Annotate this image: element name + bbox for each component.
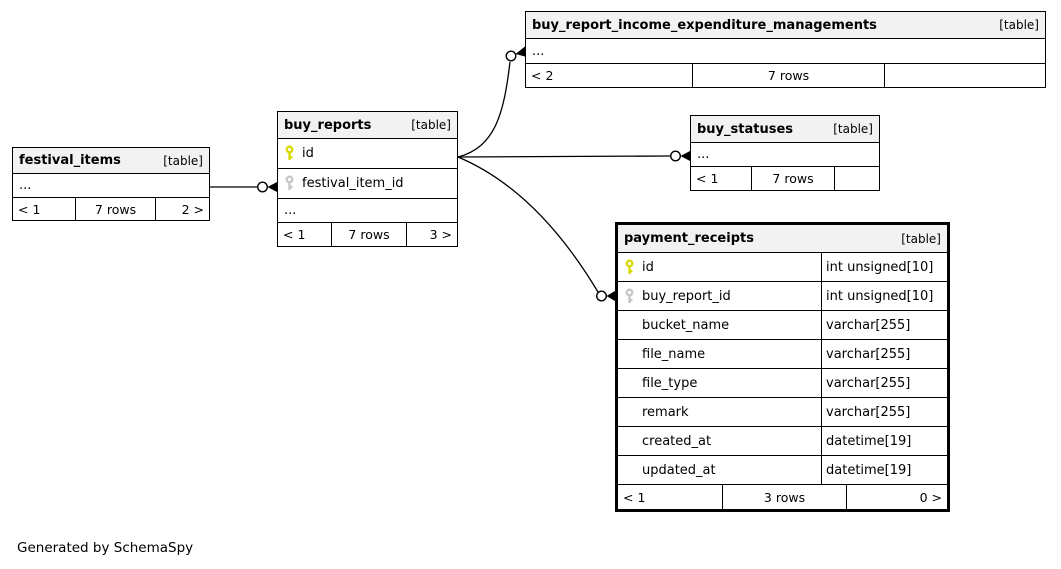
row-count: 7 rows [332,223,407,246]
column-row: bucket_name varchar[255] [618,311,947,340]
column-name: file_type [642,375,698,391]
primary-key-icon [284,145,302,162]
rel-buy_reports-buy_report_income_expenditure_managements [457,46,525,158]
table-name: buy_reports [284,117,372,133]
table-node-payment-receipts[interactable]: payment_receipts [table] id int unsigned… [615,222,950,512]
children-indicator [835,167,879,190]
column-row: file_name varchar[255] [618,340,947,369]
column-row: updated_at datetime[19] [618,456,947,485]
table-footer: < 1 7 rows 2 > [13,198,209,220]
table-header[interactable]: festival_items [table] [13,148,209,174]
table-footer: < 2 7 rows [526,64,1045,87]
table-header[interactable]: buy_reports [table] [278,112,457,139]
column-type: datetime[19] [821,456,947,484]
column-row: file_type varchar[255] [618,369,947,398]
column-name: remark [642,404,689,420]
table-name: payment_receipts [624,231,754,246]
foreign-key-icon [284,175,302,192]
rel-buy_reports-buy_statuses [457,150,690,162]
column-row: id int unsigned[10] [618,253,947,282]
children-indicator: 2 > [181,201,204,217]
parents-indicator: < 1 [278,223,332,246]
table-type-label: [table] [901,231,941,246]
column-row: created_at datetime[19] [618,427,947,456]
column-name: id [642,259,654,275]
table-type-label: [table] [833,122,873,136]
hidden-columns-ellipsis: ... [526,39,1045,64]
children-indicator: 0 > [919,489,942,505]
column-type: varchar[255] [821,398,947,426]
hidden-columns-ellipsis: ... [278,199,457,223]
column-type: int unsigned[10] [821,282,947,310]
column-row: festival_item_id [278,169,457,199]
table-type-label: [table] [411,118,451,132]
table-footer: < 1 7 rows 3 > [278,223,457,246]
table-footer: < 1 7 rows [691,167,879,190]
table-header[interactable]: buy_report_income_expenditure_management… [526,12,1045,39]
row-count: 7 rows [693,64,885,87]
table-node-buy-statuses[interactable]: buy_statuses [table] ... < 1 7 rows [690,115,880,191]
column-row: buy_report_id int unsigned[10] [618,282,947,311]
table-type-label: [table] [163,153,203,168]
table-node-buy-report-income-expenditure-managements[interactable]: buy_report_income_expenditure_management… [525,11,1046,88]
column-name: buy_report_id [642,288,731,304]
table-type-label: [table] [999,18,1039,32]
table-name: buy_statuses [697,121,794,137]
table-name: buy_report_income_expenditure_management… [532,17,877,33]
parents-indicator: < 2 [526,64,693,87]
column-row: id [278,139,457,169]
children-indicator [885,64,1045,87]
row-count: 7 rows [76,198,156,220]
row-count: 7 rows [752,167,835,190]
table-header[interactable]: payment_receipts [table] [618,225,947,253]
column-type: varchar[255] [821,340,947,368]
table-node-festival-items[interactable]: festival_items [table] ... < 1 7 rows 2 … [12,147,210,221]
rel-buy_reports-payment_receipts [457,156,615,302]
column-type: int unsigned[10] [821,253,947,281]
column-type: varchar[255] [821,369,947,397]
table-footer: < 1 3 rows 0 > [618,485,947,509]
schemaspy-credit: Generated by SchemaSpy [17,540,194,556]
column-row: remark varchar[255] [618,398,947,427]
rel-festival_items-buy_reports [210,181,277,193]
column-name: created_at [642,433,712,449]
column-name: festival_item_id [302,176,404,191]
column-name: file_name [642,346,706,362]
column-type: datetime[19] [821,427,947,455]
primary-key-icon [624,259,642,276]
hidden-columns-ellipsis: ... [691,143,879,167]
table-node-buy-reports[interactable]: buy_reports [table] id [277,111,458,247]
parents-indicator: < 1 [13,198,76,220]
table-header[interactable]: buy_statuses [table] [691,116,879,143]
row-count: 3 rows [723,485,847,509]
column-name: updated_at [642,462,716,478]
column-type: varchar[255] [821,311,947,339]
foreign-key-icon [624,288,642,305]
parents-indicator: < 1 [618,485,723,509]
column-name: bucket_name [642,317,730,333]
table-name: festival_items [19,153,121,168]
hidden-columns-ellipsis: ... [13,174,209,198]
parents-indicator: < 1 [691,167,752,190]
children-indicator: 3 > [429,227,452,242]
column-name: id [302,146,314,161]
